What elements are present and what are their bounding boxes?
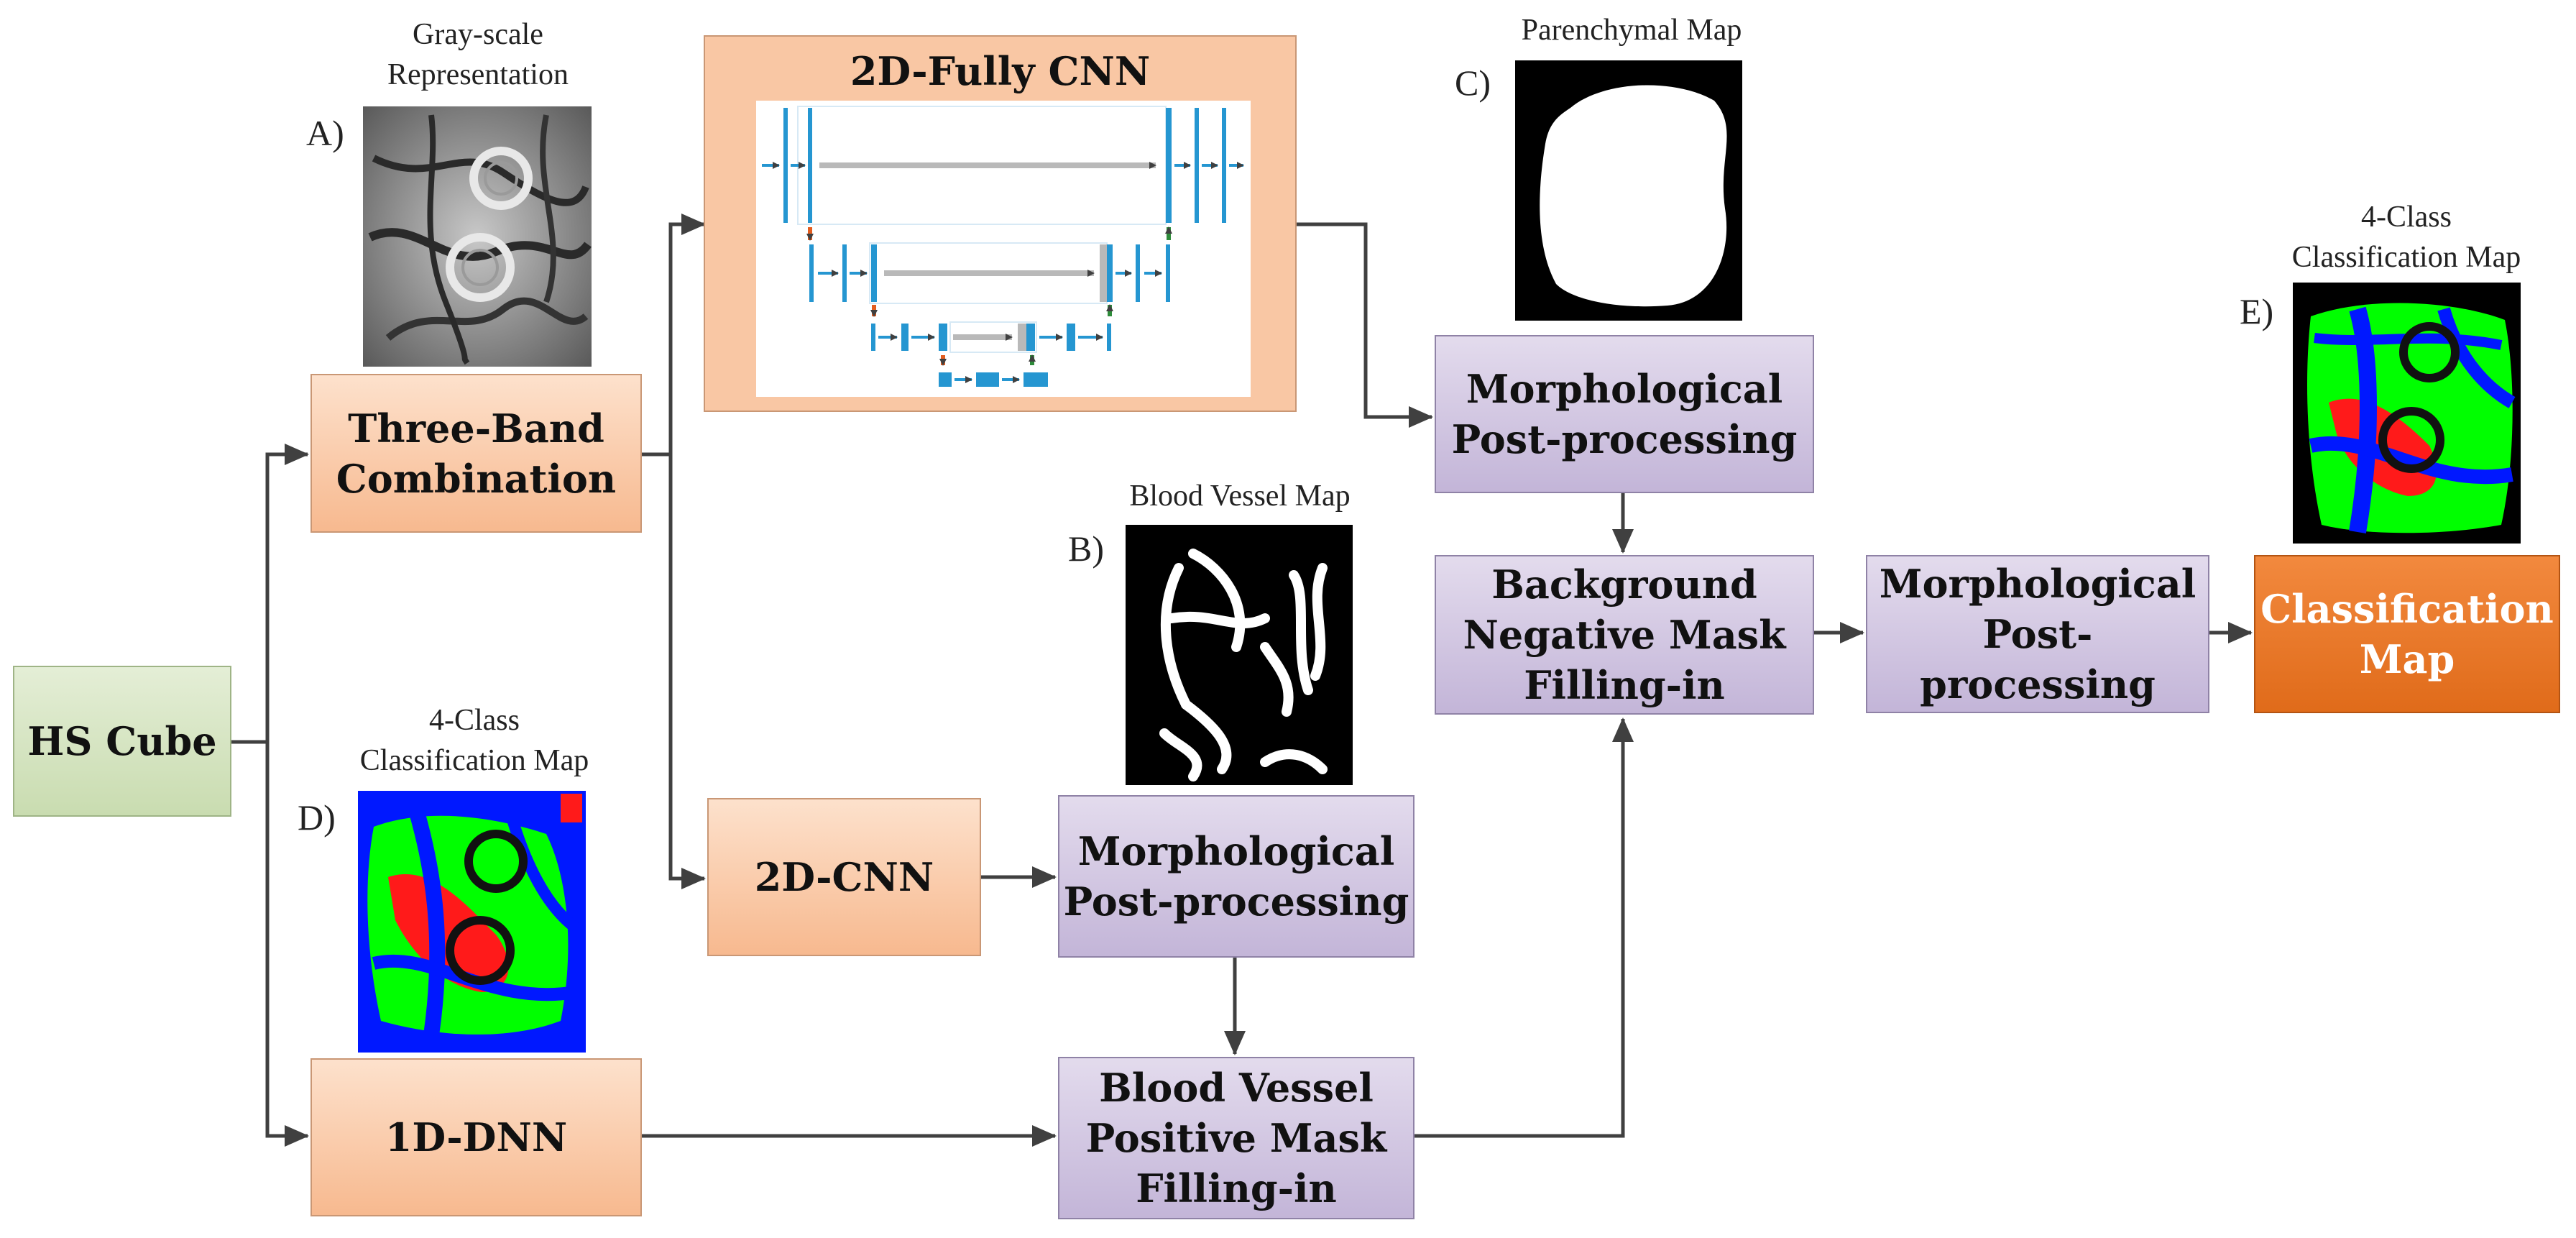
blood-vessel-map-image bbox=[1126, 525, 1353, 785]
three-band-combination-box: Three-Band Combination bbox=[310, 374, 642, 533]
morph-final-label-line1: Morphological bbox=[1879, 561, 2196, 607]
four-class-d-caption: 4-Class Classification Map bbox=[309, 700, 640, 781]
morph-c-label-line1: Morphological bbox=[1466, 366, 1783, 412]
morphological-post-processing-box-b: Morphological Post-processing bbox=[1058, 795, 1414, 958]
four-class-e-caption-line1: 4-Class bbox=[2361, 201, 2452, 234]
bvp-label-line3: Filling-in bbox=[1136, 1165, 1337, 1211]
arrow-fcnn-to-morph-c bbox=[1296, 222, 1433, 428]
bvp-label-line1: Blood Vessel bbox=[1099, 1065, 1374, 1111]
panel-letter-d: D) bbox=[298, 797, 336, 838]
parenchymal-map-image bbox=[1515, 60, 1742, 321]
gray-scale-caption-line2: Representation bbox=[387, 58, 569, 91]
four-class-d-caption-line2: Classification Map bbox=[359, 744, 589, 777]
panel-letter-c: C) bbox=[1455, 63, 1491, 103]
connectors bbox=[231, 214, 2253, 1147]
gray-scale-image bbox=[363, 106, 592, 367]
bnm-label-line3: Filling-in bbox=[1524, 662, 1725, 708]
classification-label-line2: Map bbox=[2359, 636, 2455, 682]
cnn-2d-label: 2D-CNN bbox=[754, 854, 934, 900]
arrow-hs-to-1d-dnn bbox=[265, 742, 309, 1147]
four-class-d-caption-line1: 4-Class bbox=[429, 704, 520, 737]
unet-sketch bbox=[762, 106, 1244, 387]
parenchymal-caption: Parenchymal Map bbox=[1521, 14, 1742, 47]
blood-vessel-positive-mask-box: Blood Vessel Positive Mask Filling-in bbox=[1058, 1057, 1414, 1219]
classification-map-box: Classification Map bbox=[2254, 555, 2560, 713]
morphological-post-processing-box-c: Morphological Post-processing bbox=[1435, 335, 1814, 493]
morph-c-label-line2: Post-processing bbox=[1451, 416, 1798, 462]
blood-vessel-caption: Blood Vessel Map bbox=[1129, 480, 1351, 513]
morph-b-label-line1: Morphological bbox=[1077, 828, 1395, 874]
hs-cube-label: HS Cube bbox=[27, 718, 217, 764]
morphological-post-processing-box-final: Morphological Post-processing bbox=[1866, 555, 2209, 713]
panel-letter-a: A) bbox=[306, 113, 344, 153]
bvp-label-line2: Positive Mask bbox=[1085, 1115, 1387, 1161]
four-class-e-caption-line2: Classification Map bbox=[2291, 241, 2521, 274]
bnm-label-line2: Negative Mask bbox=[1463, 612, 1786, 658]
four-class-e-caption: 4-Class Classification Map bbox=[2241, 197, 2572, 278]
morph-b-label-line2: Post-processing bbox=[1063, 879, 1409, 925]
dnn-1d-box: 1D-DNN bbox=[310, 1058, 642, 1216]
gray-scale-caption: Gray-scale Representation bbox=[331, 14, 625, 95]
fcnn-title: 2D-Fully CNN bbox=[850, 48, 1151, 94]
three-band-label-line1: Three-Band bbox=[348, 405, 604, 451]
arrow-bvp-to-bnm bbox=[1414, 717, 1634, 1138]
hs-cube-box: HS Cube bbox=[13, 666, 231, 817]
four-class-map-d-image bbox=[358, 791, 586, 1053]
panel-letter-b: B) bbox=[1068, 528, 1104, 569]
dnn-1d-label: 1D-DNN bbox=[385, 1114, 568, 1160]
morph-final-label-line2: Post-processing bbox=[1920, 611, 2156, 707]
bnm-label-line1: Background bbox=[1491, 561, 1757, 607]
arrow-three-band-to-fcnn bbox=[642, 214, 706, 457]
three-band-label-line2: Combination bbox=[336, 455, 617, 502]
cnn-2d-box: 2D-CNN bbox=[707, 798, 981, 956]
four-class-map-e-image bbox=[2293, 283, 2521, 544]
panel-letter-e: E) bbox=[2240, 291, 2274, 331]
gray-scale-caption-line1: Gray-scale bbox=[413, 18, 543, 51]
arrow-three-band-to-2d-cnn bbox=[668, 454, 706, 889]
background-negative-mask-box: Background Negative Mask Filling-in bbox=[1435, 555, 1814, 715]
arrow-hs-to-three-band bbox=[231, 444, 309, 744]
classification-label-line1: Classification bbox=[2260, 586, 2554, 632]
